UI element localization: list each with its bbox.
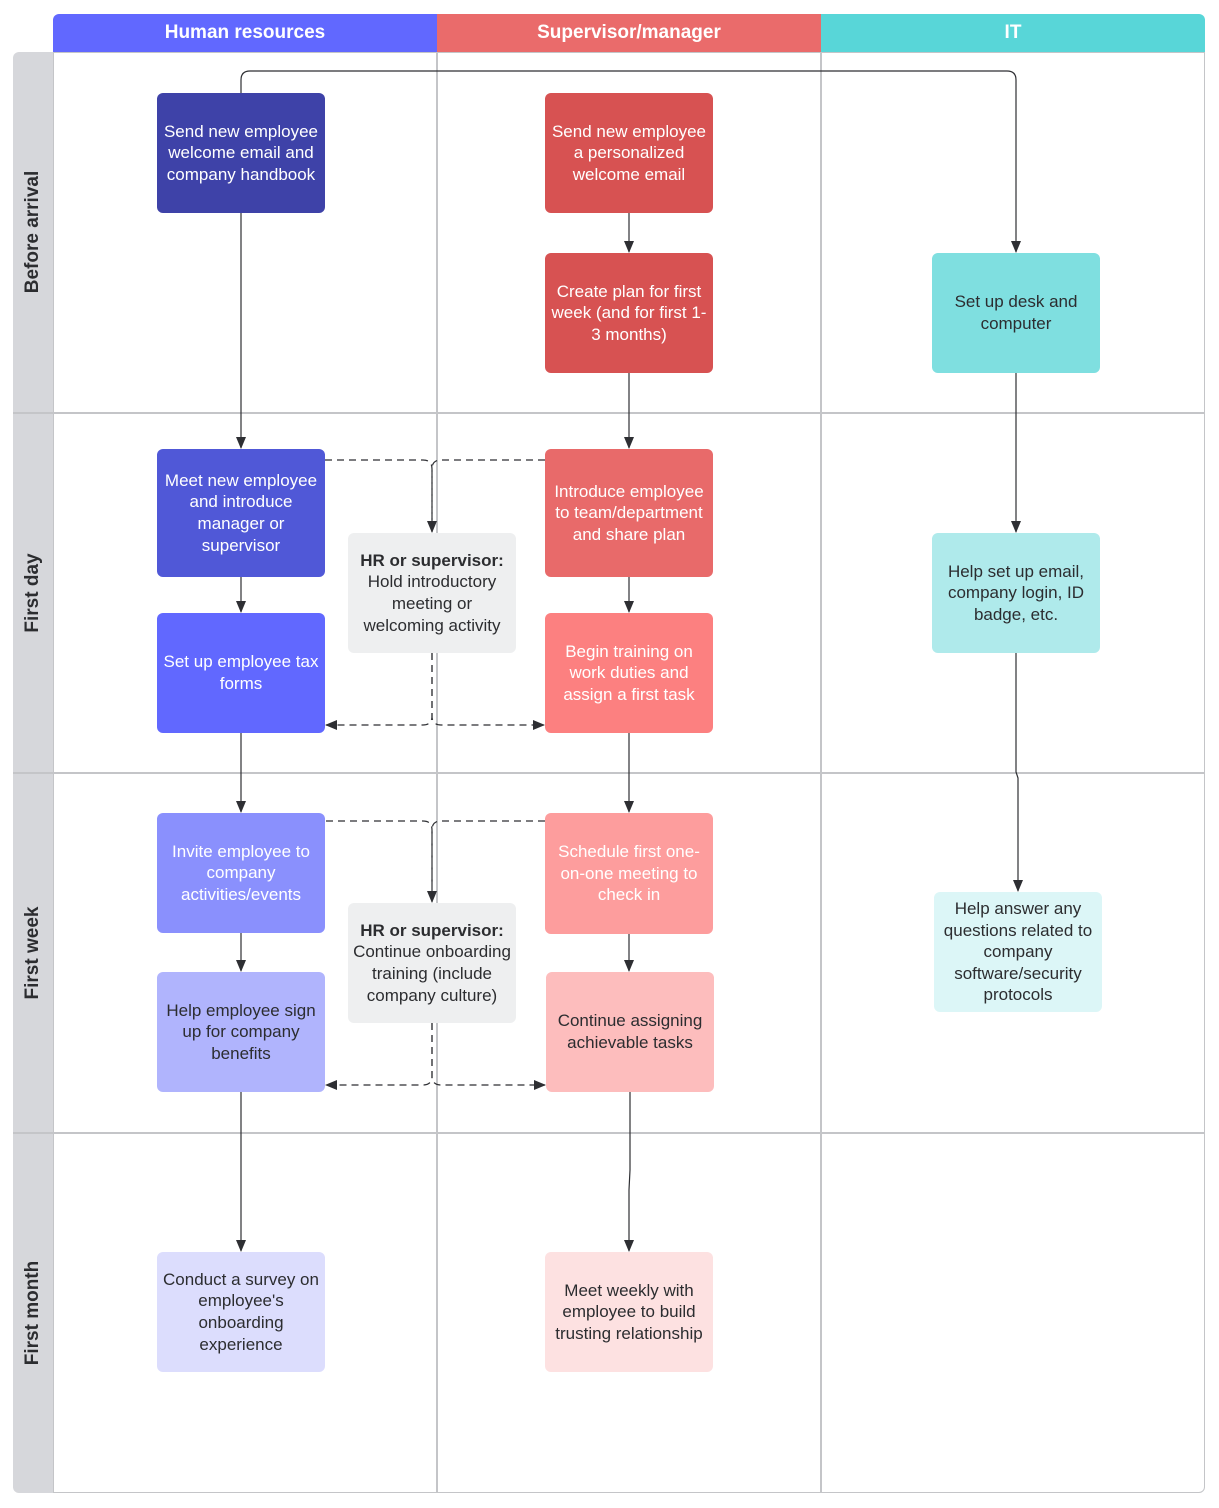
node-mgr-continue-tasks: Continue assigning achievable tasks (546, 972, 714, 1092)
node-it-answer-questions: Help answer any questions related to com… (934, 892, 1102, 1012)
lane-header-label: IT (1004, 22, 1022, 43)
node-text: Conduct a survey on employee's onboardin… (163, 1269, 319, 1354)
dashed-training-to-hr-benefits (325, 1023, 433, 1090)
node-hr-tax-forms: Set up employee tax forms (157, 613, 325, 733)
dashed-hr-meet-to-intro (325, 459, 437, 533)
node-hr-survey: Conduct a survey on employee's onboardin… (157, 1252, 325, 1372)
phase-divider (13, 412, 1205, 414)
node-text: Help answer any questions related to com… (943, 899, 1093, 1005)
arrow-it-email-to-questions (1013, 653, 1023, 892)
lane-header-label: Human resources (164, 22, 326, 43)
node-mgr-schedule-one-on-one: Schedule first one-on-one meeting to che… (545, 813, 713, 934)
node-it-setup-desk: Set up desk and computer (932, 253, 1100, 373)
node-text: Invite employee to company activities/ev… (172, 841, 310, 904)
node-text: Help employee sign up for company benefi… (166, 1000, 316, 1063)
arrow-mgr-tasks-to-weekly (624, 1092, 634, 1252)
dashed-intro-to-mgr-training (431, 653, 545, 730)
phase-header-before-arrival: Before arrival (13, 52, 53, 413)
dashed-mgr-schedule-to-training (431, 820, 545, 902)
dashed-training-to-mgr-tasks (431, 1023, 546, 1090)
node-it-help-email: Help set up email, company login, ID bad… (932, 533, 1100, 653)
node-text: Help set up email, company login, ID bad… (947, 561, 1085, 624)
node-hr-meet-new: Meet new employee and introduce manager … (157, 449, 325, 577)
node-hr-benefits: Help employee sign up for company benefi… (157, 972, 325, 1092)
lane-header-human-resources: Human resources (53, 14, 437, 52)
node-text: Set up employee tax forms (163, 652, 319, 693)
node-mgr-introduce-team: Introduce employee to team/department an… (545, 449, 713, 577)
node-text: Continue onboarding training (include co… (353, 942, 511, 1005)
node-text: Hold introductory meeting or welcoming a… (363, 572, 501, 635)
node-text: Introduce employee to team/department an… (554, 481, 704, 544)
phase-divider (13, 772, 1205, 774)
arrow-hr-welcome-to-it-desk (240, 70, 1021, 253)
node-text: Meet new employee and introduce manager … (164, 470, 318, 555)
node-title: HR or supervisor: (360, 920, 504, 940)
node-shared-continue-training: HR or supervisor: Continue onboarding tr… (348, 903, 516, 1023)
lane-header-it: IT (821, 14, 1205, 52)
node-text: Send new employee a personalized welcome… (551, 121, 707, 184)
node-text: Begin training on work duties and assign… (563, 641, 695, 704)
node-hr-send-welcome: Send new employee welcome email and comp… (157, 93, 325, 213)
node-mgr-begin-training: Begin training on work duties and assign… (545, 613, 713, 733)
phase-divider (13, 1132, 1205, 1134)
lane-header-supervisor-manager: Supervisor/manager (437, 14, 821, 52)
node-text: Schedule first one-on-one meeting to che… (558, 842, 700, 905)
node-title: HR or supervisor: (360, 550, 504, 570)
node-text-wrapper: HR or supervisor: Hold introductory meet… (353, 550, 511, 636)
phase-header-first-day: First day (13, 413, 53, 773)
node-mgr-create-plan: Create plan for first week (and for firs… (545, 253, 713, 373)
node-text: Create plan for first week (and for firs… (551, 281, 707, 344)
node-hr-invite-events: Invite employee to company activities/ev… (157, 813, 325, 933)
lane-header-label: Supervisor/manager (537, 22, 721, 43)
node-mgr-meet-weekly: Meet weekly with employee to build trust… (545, 1252, 713, 1372)
dashed-mgr-introduce-to-intro (431, 459, 545, 532)
node-shared-intro-meeting: HR or supervisor: Hold introductory meet… (348, 533, 516, 653)
dashed-hr-invite-to-training (326, 820, 437, 903)
node-text: Meet weekly with employee to build trust… (555, 1280, 703, 1343)
node-mgr-personal-email: Send new employee a personalized welcome… (545, 93, 713, 213)
phase-header-first-week: First week (13, 773, 53, 1133)
dashed-intro-to-hr-tax (325, 653, 433, 730)
node-text-wrapper: HR or supervisor: Continue onboarding tr… (353, 920, 511, 1006)
node-text: Send new employee welcome email and comp… (163, 121, 319, 184)
node-text: Set up desk and computer (954, 292, 1078, 333)
node-text: Continue assigning achievable tasks (557, 1011, 703, 1052)
phase-header-first-month: First month (13, 1133, 53, 1493)
